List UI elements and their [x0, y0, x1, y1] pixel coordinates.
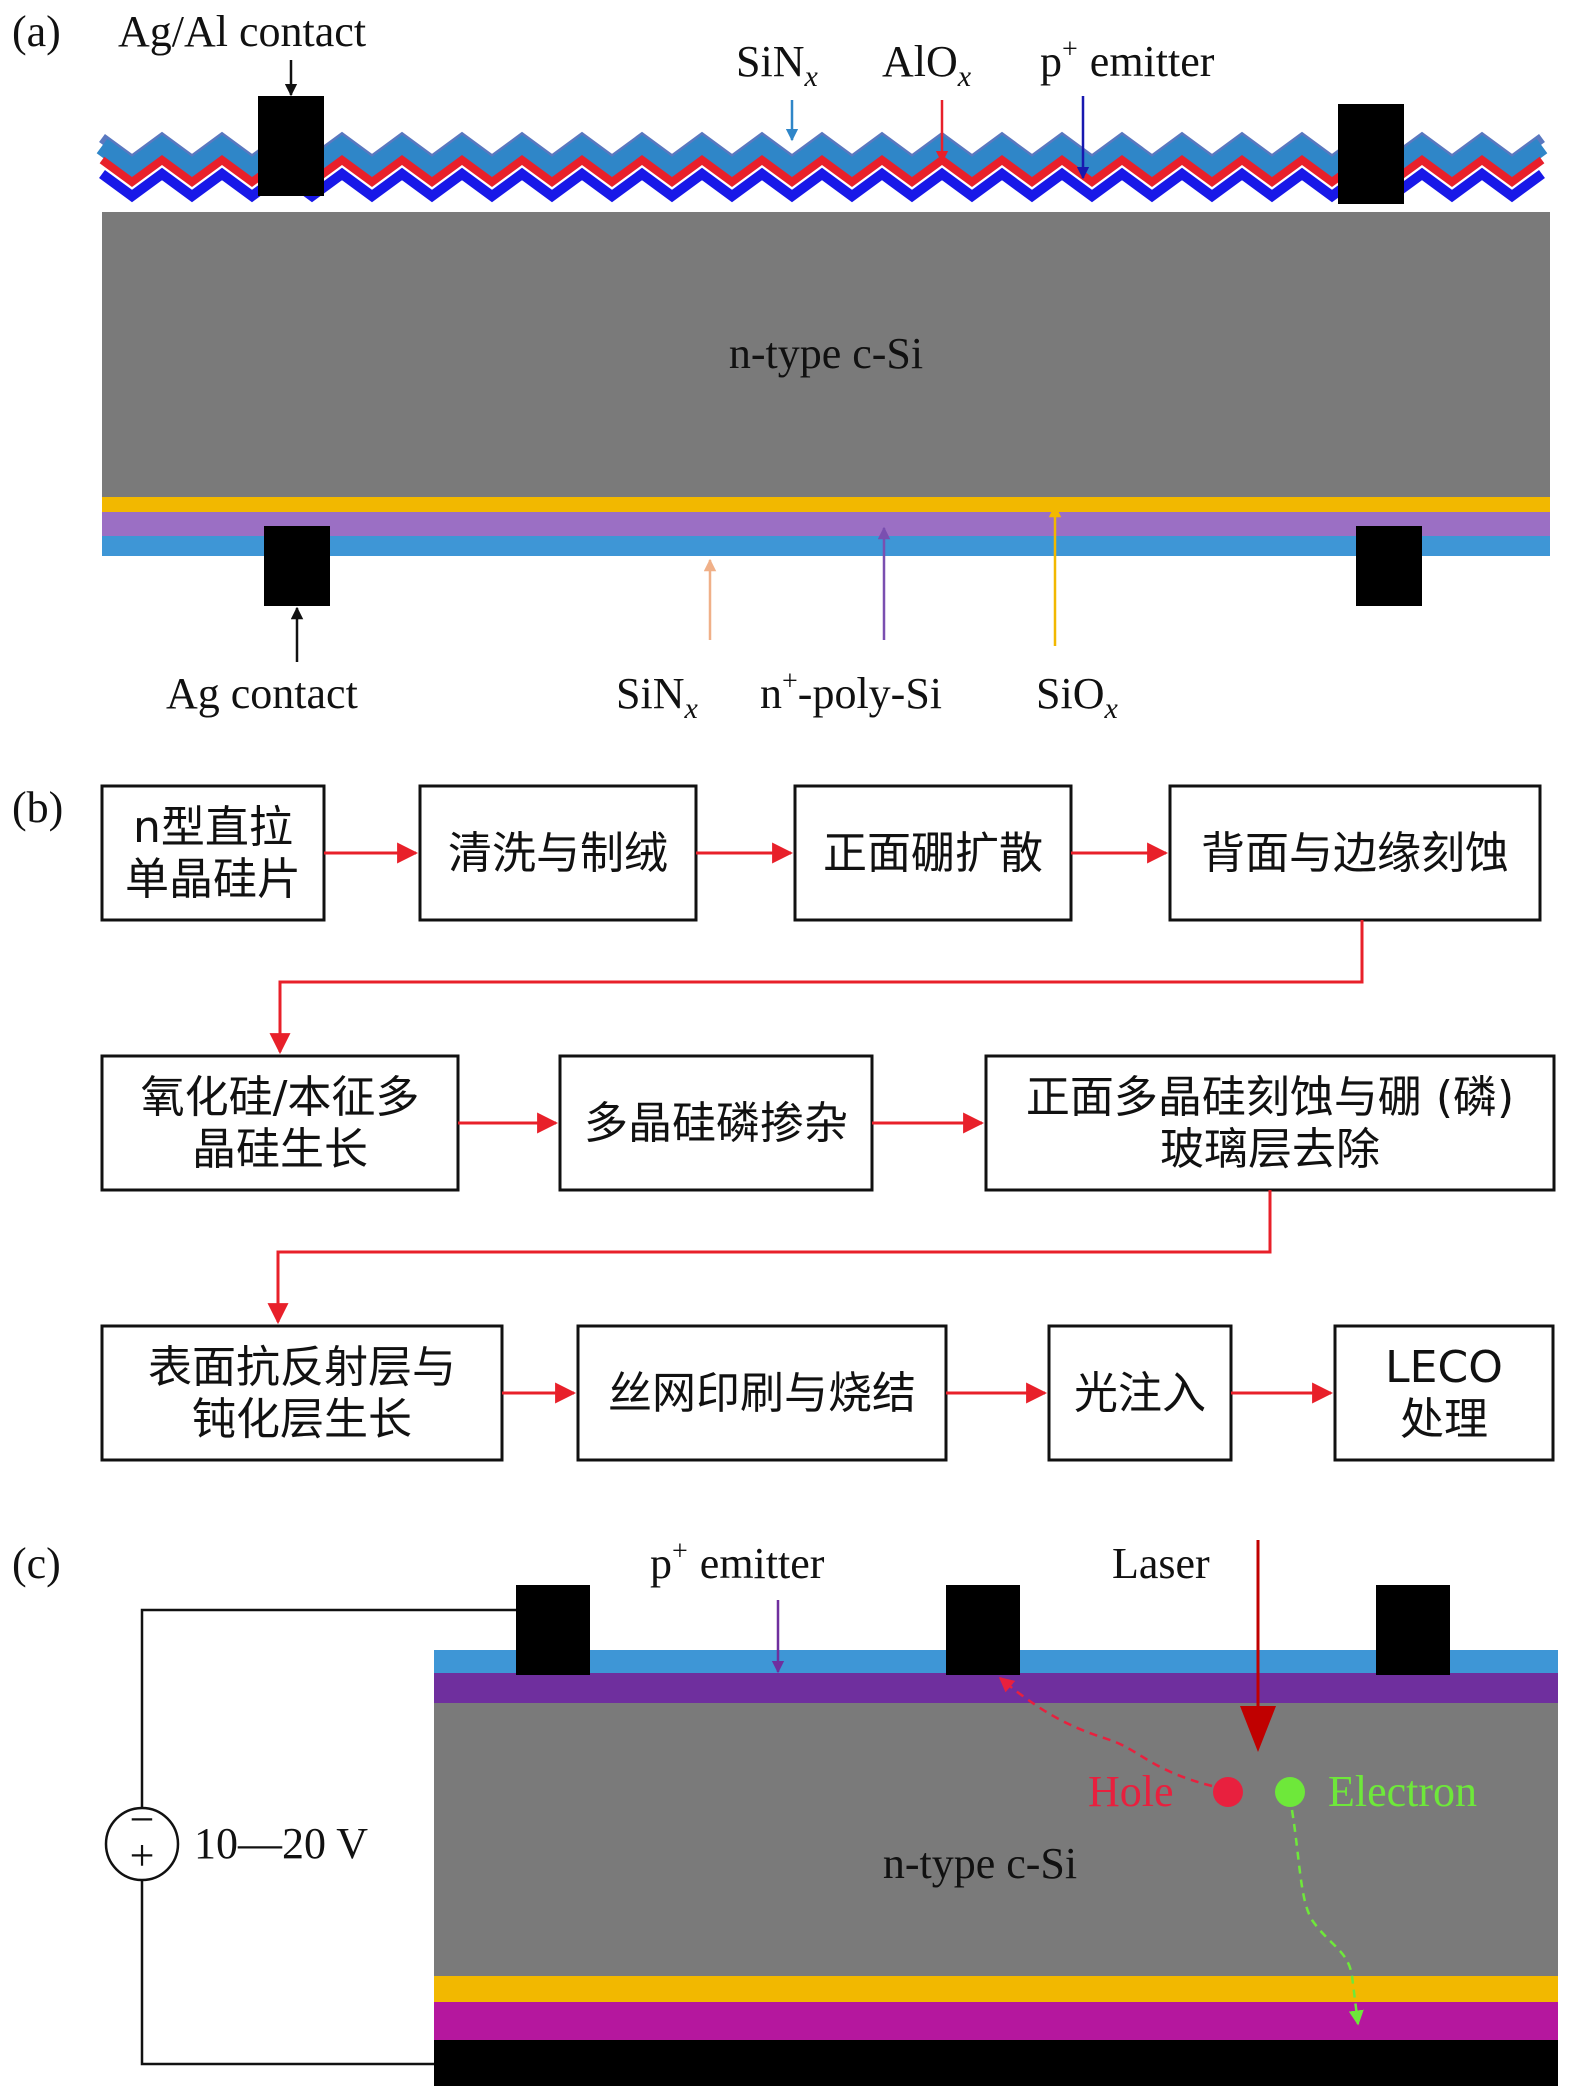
front-contact-c-2: [946, 1585, 1020, 1675]
panel-a: (a) n-type c-Si Ag/Al contact SiNx AlOx …: [12, 7, 1550, 725]
electron-path: [1290, 1809, 1364, 2026]
process-step-text: 晶硅生长: [192, 1124, 368, 1175]
process-step-text: 玻璃层去除: [1160, 1124, 1380, 1175]
process-step-text: 表面抗反射层与: [148, 1342, 456, 1393]
electron-label: Electron: [1328, 1767, 1477, 1816]
sinx-front-label: SiNx: [736, 37, 818, 93]
process-step-box: [100, 1324, 504, 1462]
process-step-text: 背面与边缘刻蚀: [1201, 828, 1509, 879]
panel-b-label: (b): [12, 783, 63, 832]
sinx-front-layer: [96, 134, 1548, 180]
front-contact-right: [1338, 104, 1404, 204]
sinx-back-layer: [102, 536, 1550, 556]
ag-contact-label: Ag contact: [166, 669, 358, 718]
flow-arrow-7: [267, 1190, 1272, 1325]
panel-a-label: (a): [12, 7, 61, 56]
process-step-6: 多晶硅磷掺杂: [558, 1054, 874, 1192]
alox-layer: [99, 155, 1545, 187]
process-step-text: 单晶硅片: [125, 854, 301, 905]
process-step-text: 正面多晶硅刻蚀与硼 (磷): [1026, 1072, 1514, 1123]
process-step-box: [1047, 1324, 1233, 1462]
process-step-text: LECO: [1385, 1342, 1503, 1393]
process-step-text: 丝网印刷与烧结: [608, 1368, 916, 1419]
p-emitter-layer-c: [434, 1673, 1558, 1703]
front-contact-c-1: [516, 1585, 590, 1675]
back-metal-layer-c: [434, 2040, 1558, 2086]
process-step-box: [793, 784, 1073, 922]
process-step-text: 钝化层生长: [192, 1394, 412, 1445]
voltage-source: [104, 1806, 180, 1882]
panel-c: (c) − + 10—20 V n-type c-Si p+emitter La…: [12, 1536, 1558, 2086]
hole-label: Hole: [1088, 1767, 1174, 1816]
textured-front-layers: [96, 131, 1548, 203]
circuit-wire-bottom: [140, 1880, 434, 2066]
electron-particle: [1275, 1777, 1305, 1807]
flow-arrow-4: [269, 920, 1364, 1055]
siox-layer-c: [434, 1976, 1558, 2002]
p-emitter-layer: [99, 167, 1545, 203]
process-step-7: 正面多晶硅刻蚀与硼 (磷)玻璃层去除: [984, 1054, 1556, 1192]
hole-particle: [1213, 1777, 1243, 1807]
back-contact-left: [264, 526, 330, 606]
process-step-box: [984, 1054, 1556, 1192]
process-step-text: n型直拉: [133, 802, 293, 853]
process-step-text: 清洗与制绒: [448, 828, 668, 879]
siox-layer: [102, 497, 1550, 512]
process-step-4: 背面与边缘刻蚀: [1168, 784, 1542, 922]
process-step-box: [100, 1054, 460, 1192]
process-step-2: 清洗与制绒: [418, 784, 698, 922]
substrate-label-c: n-type c-Si: [883, 1839, 1077, 1888]
process-step-box: [1333, 1324, 1555, 1462]
p-emitter-label-c: p+emitter: [650, 1536, 825, 1588]
n-poly-layer-c: [434, 2002, 1558, 2040]
front-contact-left: [258, 96, 324, 196]
ag-al-contact-label: Ag/Al contact: [118, 7, 366, 56]
process-step-9: 丝网印刷与烧结: [576, 1324, 948, 1462]
process-step-text: 处理: [1400, 1394, 1488, 1445]
panel-c-label: (c): [12, 1539, 61, 1588]
hole-path: [998, 1677, 1213, 1788]
n-poly-label: n+-poly-Si: [760, 666, 942, 718]
alox-label: AlOx: [882, 37, 972, 93]
process-step-text: 多晶硅磷掺杂: [584, 1098, 848, 1149]
sinx-back-label: SiNx: [616, 669, 698, 725]
substrate-label: n-type c-Si: [729, 329, 923, 378]
process-step-box: [418, 784, 698, 922]
back-contact-right: [1356, 526, 1422, 606]
p-emitter-label-a: p+emitter: [1040, 34, 1215, 86]
siox-label: SiOx: [1036, 669, 1118, 725]
front-contact-c-3: [1376, 1585, 1450, 1675]
voltage-label: 10—20 V: [194, 1819, 368, 1868]
laser-label: Laser: [1112, 1539, 1210, 1588]
process-step-text: 光注入: [1074, 1368, 1206, 1419]
substrate-layer: [102, 212, 1550, 497]
substrate-layer-c: [434, 1703, 1558, 1976]
process-step-text: 正面硼扩散: [823, 828, 1043, 879]
voltage-source-minus: −: [130, 1795, 155, 1844]
laser-arrowhead: [1240, 1706, 1276, 1752]
circuit-wire-top: [140, 1608, 516, 1808]
n-poly-si-layer: [102, 512, 1550, 536]
process-step-box: [576, 1324, 948, 1462]
voltage-source-plus: +: [130, 1831, 155, 1880]
process-step-text: 氧化硅/本征多: [141, 1072, 420, 1123]
process-step-10: 光注入: [1047, 1324, 1233, 1462]
process-step-box: [1168, 784, 1542, 922]
process-step-3: 正面硼扩散: [793, 784, 1073, 922]
